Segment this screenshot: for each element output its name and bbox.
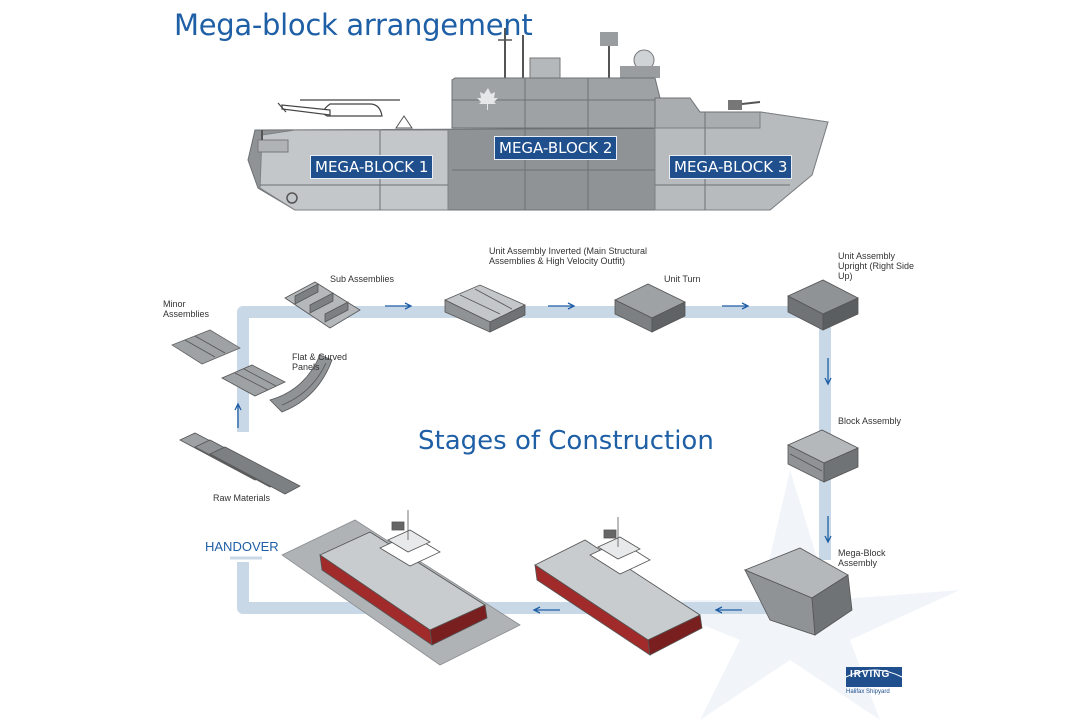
stage-mega-block-assembly: Mega-Block Assembly	[838, 548, 886, 568]
stage-minor-assemblies: Minor Assemblies	[163, 299, 210, 319]
flat-curved-panels-icon	[221, 354, 333, 413]
flow-arrows	[234, 302, 832, 614]
stage-block-assembly: Block Assembly	[838, 416, 902, 426]
handover-ship-icon	[281, 510, 521, 666]
helicopter-icon	[277, 99, 400, 117]
completed-ship-icon	[534, 517, 703, 656]
unit-assembly-inverted-icon	[444, 284, 526, 333]
stages-title: Stages of Construction	[418, 426, 714, 456]
mega-block-assembly-icon	[743, 547, 853, 636]
ship-profile	[247, 28, 829, 211]
block-assembly-icon	[787, 429, 859, 483]
logo-subtitle: Halifax Shipyard	[846, 689, 890, 695]
handover-label: HANDOVER	[205, 539, 279, 554]
irving-logo	[845, 667, 903, 687]
stage-unit-assembly-upright: Unit Assembly Upright (Right Side Up)	[838, 251, 915, 281]
unit-assembly-upright-icon	[787, 279, 859, 331]
stage-unit-turn: Unit Turn	[664, 274, 701, 284]
unit-turn-icon	[614, 283, 686, 333]
stage-sub-assemblies: Sub Assemblies	[330, 274, 395, 284]
stage-flat-curved-panels: Flat & Curved Panels	[292, 352, 348, 372]
raw-materials-icon	[179, 432, 301, 495]
logo-name: IRVING	[850, 669, 891, 680]
stage-raw-materials: Raw Materials	[213, 493, 271, 503]
page-title: Mega-block arrangement	[174, 8, 533, 42]
mega-block-1-label: MEGA-BLOCK 1	[310, 155, 434, 179]
mega-block-3-label: MEGA-BLOCK 3	[669, 155, 793, 179]
mega-block-2-label: MEGA-BLOCK 2	[494, 136, 618, 160]
stage-unit-assembly-inverted: Unit Assembly Inverted (Main Structural …	[489, 246, 648, 266]
sub-assemblies-icon	[284, 281, 361, 329]
minor-assemblies-icon	[171, 329, 241, 365]
